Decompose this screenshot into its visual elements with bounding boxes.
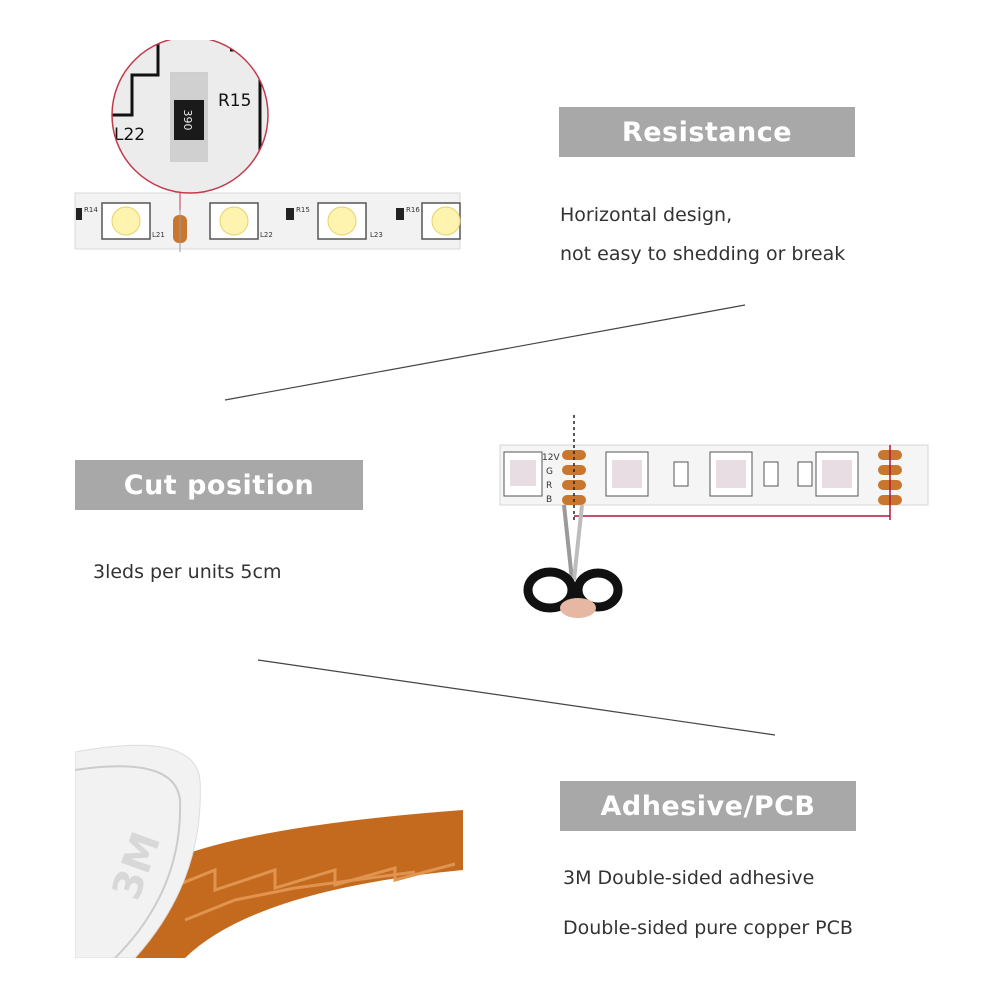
rgb-led-chip <box>709 451 753 497</box>
zoom-label-r15: R15 <box>218 91 251 111</box>
label-l23: L23 <box>370 231 383 239</box>
resistor-chip <box>286 208 294 220</box>
rgb-led-chip <box>503 451 543 497</box>
cut-position-desc: 3leds per units 5cm <box>93 561 282 583</box>
adhesive-desc-2: Double-sided pure copper PCB <box>563 917 853 939</box>
copper-pads-left <box>562 450 586 505</box>
resistance-desc-1: Horizontal design, <box>560 204 733 226</box>
resistor-code: 390 <box>181 110 194 131</box>
adhesive-pcb-title: Adhesive/PCB <box>560 781 856 831</box>
divider-line <box>257 659 776 736</box>
rgb-led-chip <box>815 451 859 497</box>
resistor-chip <box>396 208 404 220</box>
adhesive-pcb-title-text: Adhesive/PCB <box>600 790 816 822</box>
label-12v: 12V <box>542 453 560 463</box>
resistance-title: Resistance <box>559 107 855 157</box>
cut-position-title: Cut position <box>75 460 363 510</box>
resistor-chip <box>797 461 813 487</box>
zoom-label-l22: L22 <box>114 125 145 145</box>
zoom-magnifier: 390 R15 L22 <box>111 36 269 194</box>
rgb-led-chip <box>605 451 649 497</box>
label-l21: L21 <box>152 231 165 239</box>
adhesive-desc-1: 3M Double-sided adhesive <box>563 867 815 889</box>
led-chip <box>209 202 259 240</box>
led-chip <box>101 202 151 240</box>
label-g: G <box>546 467 553 477</box>
adhesive-illustration: 3M <box>74 740 465 959</box>
resistor-chip <box>76 208 82 220</box>
label-r16: R16 <box>406 206 420 214</box>
resistance-illustration: R14 L21 L22 R15 L23 R16 390 R15 L22 <box>70 36 465 265</box>
label-l22: L22 <box>260 231 273 239</box>
label-b: B <box>546 495 552 505</box>
label-r15: R15 <box>296 206 310 214</box>
copper-pcb-tape <box>125 810 463 958</box>
led-chip <box>421 202 461 240</box>
label-r14: R14 <box>84 206 98 214</box>
resistor-chip <box>673 461 689 487</box>
resistance-title-text: Resistance <box>621 116 793 148</box>
resistance-desc-2: not easy to shedding or break <box>560 243 846 265</box>
resistor-chip <box>763 461 779 487</box>
cut-position-title-text: Cut position <box>123 469 315 501</box>
divider-line <box>224 304 746 401</box>
label-r: R <box>546 481 552 491</box>
cut-illustration: 12V G R B <box>498 410 930 625</box>
scissors-icon <box>523 504 623 618</box>
adhesive-backing <box>74 744 201 959</box>
led-chip <box>317 202 367 240</box>
